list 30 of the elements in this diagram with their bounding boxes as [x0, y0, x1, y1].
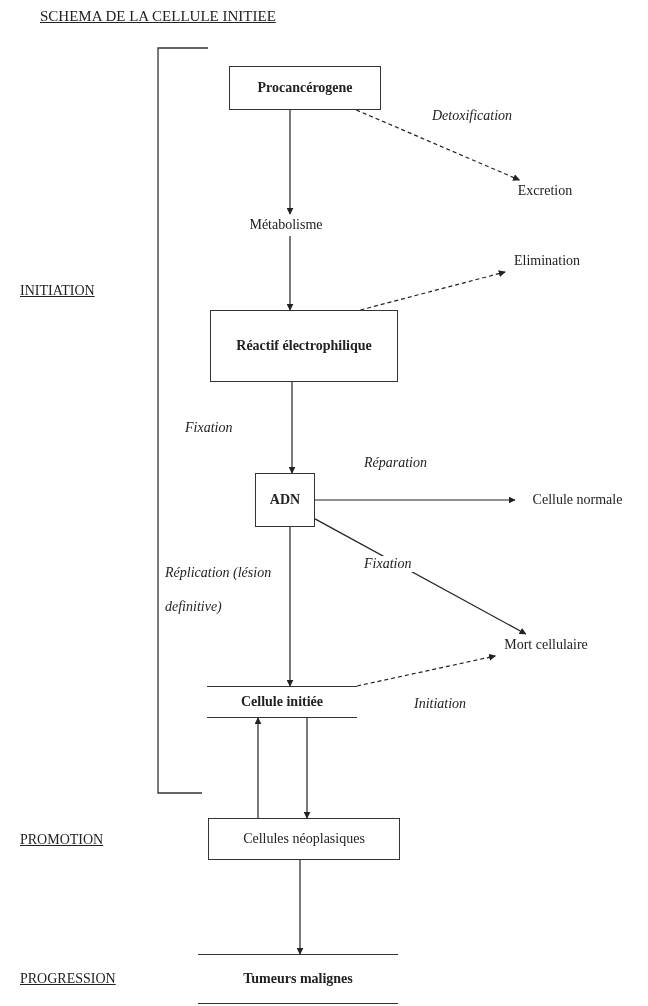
edge-label: Réparation [362, 455, 429, 471]
stage-label: INITIATION [20, 283, 95, 299]
arrow [359, 270, 506, 311]
arrow [296, 859, 304, 955]
stage-label: PROGRESSION [20, 971, 116, 987]
node-text: Mort cellulaire [490, 634, 602, 656]
stage-label: PROMOTION [20, 832, 104, 848]
process-box: ADN [255, 473, 315, 527]
edge-label: Detoxification [430, 108, 515, 124]
arrow [288, 381, 296, 474]
process-box: Cellules néoplasiques [208, 818, 400, 860]
process-box: Réactif électrophilique [210, 310, 398, 382]
arrow [355, 109, 520, 181]
arrow [286, 235, 294, 311]
process-box: Tumeurs malignes [198, 954, 398, 1004]
edge-label: Réplication (lésion definitive) [164, 564, 273, 616]
arrow [286, 526, 294, 687]
node-text: Cellule normale [515, 489, 640, 511]
edge-label: Fixation [362, 556, 414, 572]
arrow [314, 496, 516, 504]
arrow [356, 653, 496, 687]
process-box: Procancérogene [229, 66, 381, 110]
arrow [303, 717, 311, 819]
arrow [254, 717, 262, 819]
node-text: Excretion [505, 180, 585, 202]
title: SCHEMA DE LA CELLULE INITIEE [40, 8, 276, 25]
arrow [286, 109, 294, 215]
node-text: Elimination [505, 250, 589, 272]
node-text: Métabolisme [236, 214, 336, 236]
process-box: Cellule initiée [207, 686, 357, 718]
